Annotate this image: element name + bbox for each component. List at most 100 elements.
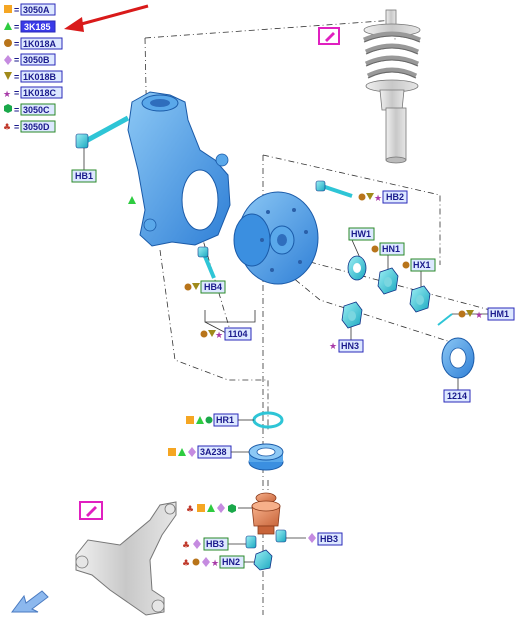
legend: = 3050A = 3K185 = 1K018A = 3050B = 1K018… [3, 3, 63, 133]
back-arrow-icon[interactable] [11, 590, 49, 613]
legend-code-box [20, 120, 56, 133]
pin-hm1-part[interactable] [437, 313, 453, 326]
callout-label: HN2 [222, 557, 240, 567]
callout-label: HM1 [490, 309, 509, 319]
square-icon [168, 448, 176, 456]
nut-hn1-part[interactable] [377, 267, 399, 295]
legend-code: 3050B [23, 55, 50, 65]
legend-separator: = [14, 72, 19, 82]
legend-item-3k185[interactable]: = 3K185 [4, 20, 56, 33]
circle-icon [4, 39, 12, 47]
callout-hb1[interactable]: HB1 [71, 169, 97, 183]
circle-icon [402, 261, 410, 269]
callout-label: HN1 [382, 244, 400, 254]
legend-item-3050c[interactable]: = 3050C [4, 103, 56, 116]
legend-code: 1K018C [23, 88, 57, 98]
callout-hm1[interactable]: ★ HM1 [458, 307, 515, 321]
callout-1214[interactable]: 1214 [443, 389, 471, 403]
callout-hn2[interactable]: ♣ ★ HN2 [182, 555, 254, 569]
nut-hn3-part[interactable] [341, 301, 363, 329]
wheel-hub-part[interactable] [233, 191, 319, 285]
bolt-hb3a-part[interactable] [245, 535, 257, 549]
callout-label: HB2 [386, 192, 404, 202]
edit-pencil-icon[interactable] [79, 501, 103, 520]
callout-hw1[interactable]: HW1 [348, 227, 375, 241]
diamond-icon [4, 55, 12, 65]
nut-hn2-part[interactable] [253, 549, 273, 571]
callout-hn3[interactable]: ★ HN3 [329, 339, 364, 353]
legend-code: 3050A [23, 5, 50, 15]
nut-hx1-part[interactable] [409, 285, 431, 313]
legend-code-box [20, 103, 56, 116]
legend-code-box [20, 3, 56, 16]
callout-label: 3A238 [200, 447, 227, 457]
triangle-down-icon [208, 330, 216, 337]
hexagon-icon [205, 416, 213, 424]
legend-separator: = [14, 88, 19, 98]
diamond-icon [217, 503, 225, 513]
legend-item-3050d[interactable]: ♣ = 3050D [3, 120, 56, 133]
legend-separator: = [14, 55, 19, 65]
callout-hn1[interactable]: HN1 [371, 242, 405, 256]
callout-hb3-right[interactable]: HB3 [286, 532, 343, 546]
dust-shield-part[interactable] [441, 337, 475, 379]
legend-code: 3050C [23, 105, 50, 115]
legend-code-box [20, 70, 63, 83]
legend-item-1k018b[interactable]: = 1K018B [4, 70, 63, 83]
red-arrow-icon [64, 4, 149, 32]
star-icon: ★ [215, 331, 223, 341]
bolt-hb3b-part[interactable] [275, 529, 287, 543]
bolt-hb1-part[interactable] [75, 115, 130, 149]
callout-label: 1104 [228, 329, 248, 339]
legend-code: 3050D [23, 122, 50, 132]
edit-pencil-icon[interactable] [318, 27, 340, 45]
legend-code: 1K018A [23, 39, 57, 49]
star-icon: ★ [475, 311, 483, 321]
star-icon: ★ [3, 90, 11, 100]
lower-control-arm-part[interactable] [75, 501, 177, 616]
triangle-icon [4, 22, 12, 30]
washer-hw1-part[interactable] [347, 255, 367, 281]
callout-hr1[interactable]: HR1 [186, 413, 254, 427]
callout-3a238[interactable]: 3A238 [168, 445, 249, 459]
ball-joint-symbols: ♣ [186, 503, 252, 515]
triangle-icon [178, 448, 186, 456]
callout-hx1[interactable]: HX1 [402, 258, 436, 272]
legend-code: 3K185 [24, 22, 51, 32]
triangle-down-icon [192, 283, 200, 290]
legend-separator: = [14, 122, 19, 132]
callout-1104[interactable]: ★ 1104 [200, 327, 252, 341]
callout-hb4[interactable]: HB4 [184, 280, 226, 294]
legend-item-1k018c[interactable]: ★ = 1K018C [3, 86, 63, 100]
bearing-part[interactable] [248, 443, 284, 471]
ball-joint-part[interactable] [251, 492, 281, 535]
bolt-hb2-part[interactable] [315, 180, 353, 198]
steering-knuckle-part[interactable] [127, 91, 231, 247]
circle-icon [371, 245, 379, 253]
diamond-icon [193, 539, 201, 549]
callout-hb2[interactable]: ★ HB2 [358, 190, 408, 204]
bolt-hb4-part[interactable] [197, 246, 216, 279]
circle-icon [458, 310, 466, 318]
legend-item-3050b[interactable]: = 3050B [4, 53, 56, 66]
triangle-down-icon [466, 310, 474, 317]
legend-separator: = [14, 39, 19, 49]
strut-spring-part[interactable] [363, 9, 421, 164]
legend-code-box [20, 37, 63, 50]
legend-item-1k018a[interactable]: = 1K018A [4, 37, 63, 50]
legend-code-box [20, 53, 56, 66]
circle-icon [358, 193, 366, 201]
triangle-icon [128, 196, 136, 204]
callout-label: HB3 [206, 539, 224, 549]
callout-label: HN3 [341, 341, 359, 351]
circle-icon [200, 330, 208, 338]
club-icon: ♣ [182, 559, 190, 569]
legend-code-box-selected [20, 20, 56, 33]
callout-hb3-left[interactable]: ♣ HB3 [182, 537, 246, 551]
triangle-icon [196, 416, 204, 424]
legend-code-box [20, 86, 63, 99]
legend-item-3050a[interactable]: = 3050A [4, 3, 56, 16]
triangle-icon [207, 504, 215, 512]
